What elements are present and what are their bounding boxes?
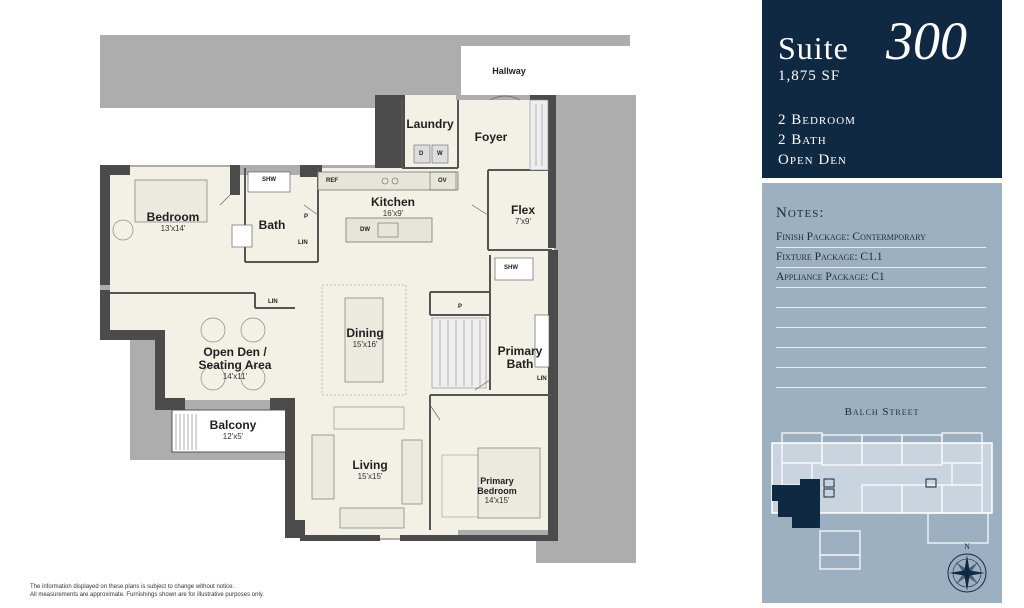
- suite-area: 1,875 SF: [778, 68, 841, 84]
- suite-number: 300: [886, 11, 967, 71]
- spec-den: Open Den: [778, 152, 847, 168]
- fixture-dryer-label: D: [419, 151, 424, 157]
- fixture-shower-label: SHW: [262, 177, 276, 183]
- note-row: [776, 348, 986, 368]
- kitchen-island: [345, 217, 433, 243]
- note-row: [776, 308, 986, 328]
- suite-word: Suite: [778, 30, 849, 66]
- note-row: Fixture Package: C1.1: [776, 248, 986, 268]
- room-label-dining: Dining 15'x16': [346, 326, 384, 350]
- room-label-primary-bedroom: Primary Bedroom 14'x15': [477, 476, 517, 505]
- unit-highlight: [772, 479, 820, 528]
- suite-specs: 2 Bedroom 2 Bath Open Den: [778, 110, 856, 170]
- note-row: [776, 368, 986, 388]
- room-label-bath: Bath: [258, 218, 286, 232]
- disclaimer-footnote: The information displayed on these plans…: [30, 584, 264, 598]
- room-label-flex: Flex 7'x9': [510, 203, 535, 227]
- hallway-area: [461, 46, 556, 95]
- fixture-dishwasher-label: DW: [360, 227, 370, 233]
- notes-panel: Notes: Finish Package: Contermporary Fix…: [762, 183, 1002, 603]
- balcony-area: [171, 409, 291, 453]
- note-row: Appliance Package: C1: [776, 268, 986, 288]
- room-label-primary-bath: Primary Bath: [497, 344, 543, 371]
- fixture-shower-label: SHW: [504, 265, 518, 271]
- fixture-linen-label: LIN: [298, 240, 308, 246]
- room-label-bedroom: Bedroom 13'x14': [146, 210, 200, 234]
- street-label: Balch Street: [844, 406, 920, 418]
- note-row: [776, 328, 986, 348]
- fixture-washer-label: W: [437, 151, 443, 157]
- floor-plan: Hallway Laundry Foyer Kitchen 16'x9' Fle…: [30, 35, 636, 598]
- fixture-oven-label: OV: [438, 178, 447, 184]
- fixture-pantry-label: P: [458, 304, 463, 310]
- room-label-laundry: Laundry: [406, 117, 454, 131]
- fixture-linen-label: LIN: [537, 376, 547, 382]
- floor-plan-drawing: [100, 35, 636, 563]
- key-plan: N: [771, 432, 993, 593]
- spec-baths: 2 Bath: [778, 132, 827, 148]
- room-label-living: Living 15'x15': [352, 458, 388, 482]
- room-label-kitchen: Kitchen 16'x9': [370, 195, 415, 219]
- notes-title: Notes:: [776, 205, 825, 221]
- note-row: Finish Package: Contermporary: [776, 228, 986, 248]
- room-label-foyer: Foyer: [474, 130, 508, 144]
- compass-north-label: N: [964, 542, 970, 551]
- room-label-open-den: Open Den / Seating Area 14'x11': [198, 345, 272, 382]
- room-label-hallway: Hallway: [492, 66, 526, 76]
- suite-title-panel: Suite 300 1,875 SF 2 Bedroom 2 Bath Open…: [762, 0, 1002, 178]
- note-row: [776, 288, 986, 308]
- compass-icon: [947, 553, 987, 593]
- unit-floor: [110, 95, 554, 538]
- dining-table: [321, 284, 407, 396]
- room-label-balcony: Balcony 12'x5': [209, 418, 257, 442]
- fixture-pantry-label: P: [304, 214, 309, 220]
- fixture-refrigerator-label: REF: [326, 178, 338, 184]
- fixture-linen-label: LIN: [268, 299, 278, 305]
- spec-bedrooms: 2 Bedroom: [778, 112, 856, 128]
